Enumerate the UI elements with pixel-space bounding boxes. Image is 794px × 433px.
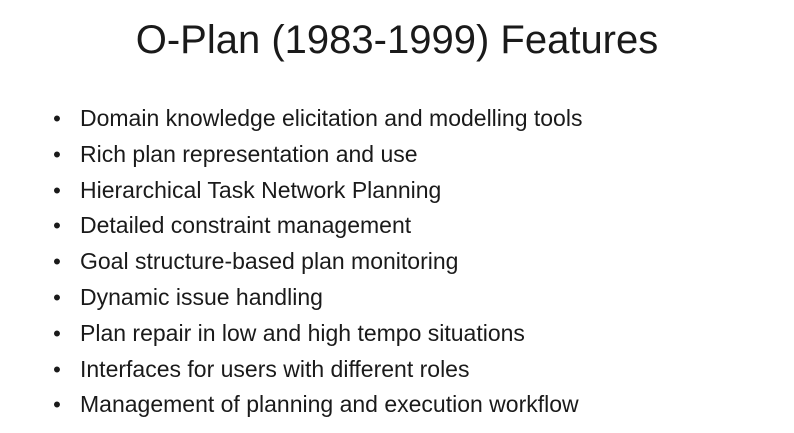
- slide-title: O-Plan (1983-1999) Features: [135, 18, 659, 62]
- list-item-text: Goal structure-based plan monitoring: [80, 248, 459, 275]
- list-item-text: Detailed constraint management: [80, 212, 412, 239]
- bullet-icon: •: [53, 392, 61, 418]
- bullet-icon: •: [53, 284, 61, 310]
- bullet-icon: •: [53, 177, 61, 203]
- bullet-icon: •: [53, 213, 61, 239]
- list-item-text: Domain knowledge elicitation and modelli…: [80, 105, 583, 131]
- list-item-text: Interfaces for users with different role…: [80, 355, 470, 382]
- list-item-text: Plan repair in low and high tempo situat…: [80, 319, 525, 346]
- list-item-text: Management of planning and execution wor…: [80, 391, 579, 418]
- bullet-icon: •: [53, 249, 61, 275]
- bullet-icon: •: [53, 141, 61, 167]
- bullet-icon: •: [53, 356, 61, 382]
- list-item-text: Rich plan representation and use: [80, 140, 418, 167]
- bullet-icon: •: [53, 320, 61, 346]
- bullet-icon: •: [53, 106, 61, 131]
- list-item-text: Dynamic issue handling: [80, 283, 323, 310]
- list-item-text: Hierarchical Task Network Planning: [80, 176, 442, 203]
